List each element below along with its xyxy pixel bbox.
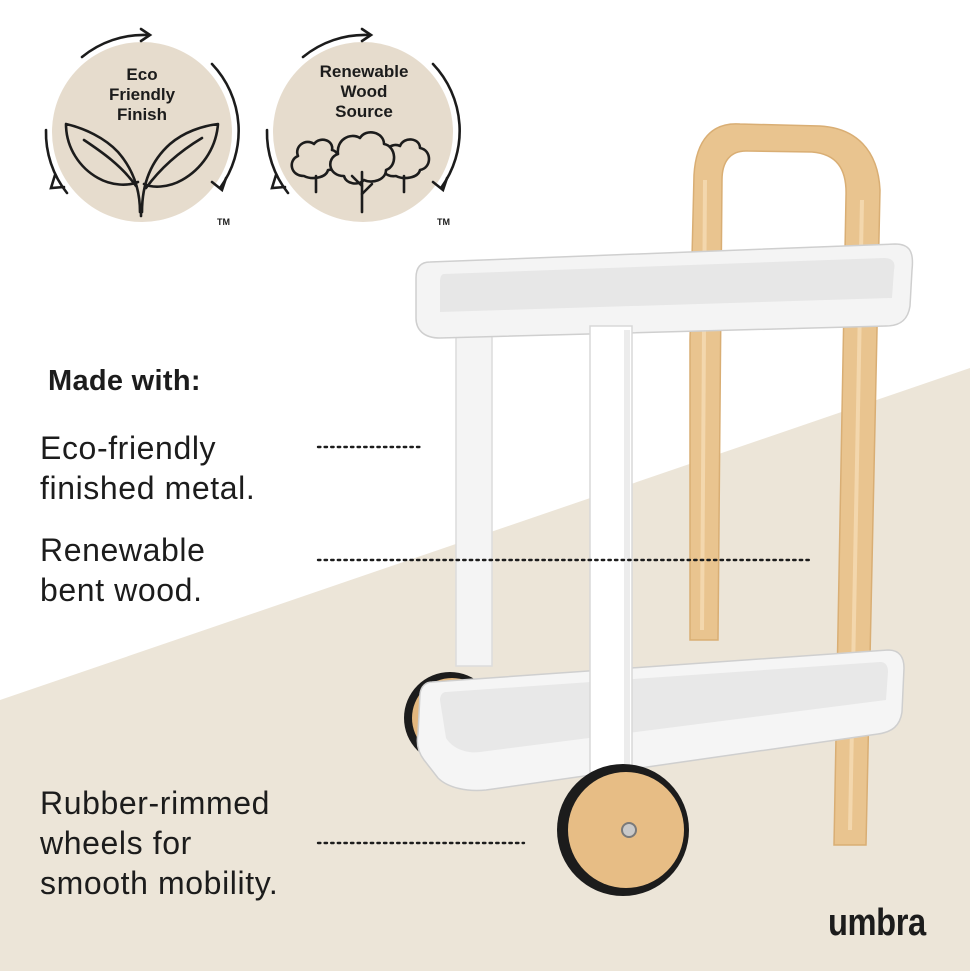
recycle-arrows-icon <box>44 27 240 195</box>
background-band <box>0 368 970 971</box>
badge-line: Renewable <box>319 62 409 81</box>
eco-friendly-badge-label: Eco Friendly Finish <box>67 65 217 125</box>
badge-line: Source <box>335 102 393 121</box>
made-with-heading: Made with: <box>48 365 201 397</box>
feature-wheels: Rubber-rimmed wheels for smooth mobility… <box>40 783 278 903</box>
badge-line: Eco <box>126 65 158 84</box>
feature-line: Eco-friendly <box>40 430 217 466</box>
feature-line: Rubber-rimmed <box>40 785 271 821</box>
bar-cart-image <box>404 123 914 896</box>
bottom-tray-surface <box>440 662 888 753</box>
back-leg <box>455 325 493 667</box>
feature-line: wheels for <box>40 825 192 861</box>
feature-line: smooth mobility. <box>40 865 279 901</box>
trademark-mark: TM <box>437 217 450 227</box>
top-tray-surface <box>440 258 895 312</box>
recycle-arrows-icon <box>265 27 461 195</box>
feature-metal: Eco-friendly finished metal. <box>40 428 255 508</box>
feature-line: bent wood. <box>40 572 203 608</box>
trees-icon <box>290 131 431 214</box>
feature-line: Renewable <box>40 532 206 568</box>
wood-handle <box>689 123 881 846</box>
badge-line: Finish <box>116 105 168 124</box>
leaf-icon <box>64 122 220 218</box>
trademark-mark: TM <box>217 217 230 227</box>
umbra-logo: umbra <box>828 902 926 944</box>
front-leg-shade <box>624 330 630 814</box>
leader-lines <box>316 445 812 845</box>
feature-line: finished metal. <box>40 470 256 506</box>
eco-friendly-badge <box>44 27 240 222</box>
renewable-wood-badge <box>265 27 461 222</box>
badge-line: Friendly <box>108 85 176 104</box>
renewable-wood-badge-label: Renewable Wood Source <box>289 62 439 122</box>
feature-wood: Renewable bent wood. <box>40 530 206 610</box>
wheel-axle-icon <box>621 822 637 838</box>
badge-line: Wood <box>340 82 388 101</box>
